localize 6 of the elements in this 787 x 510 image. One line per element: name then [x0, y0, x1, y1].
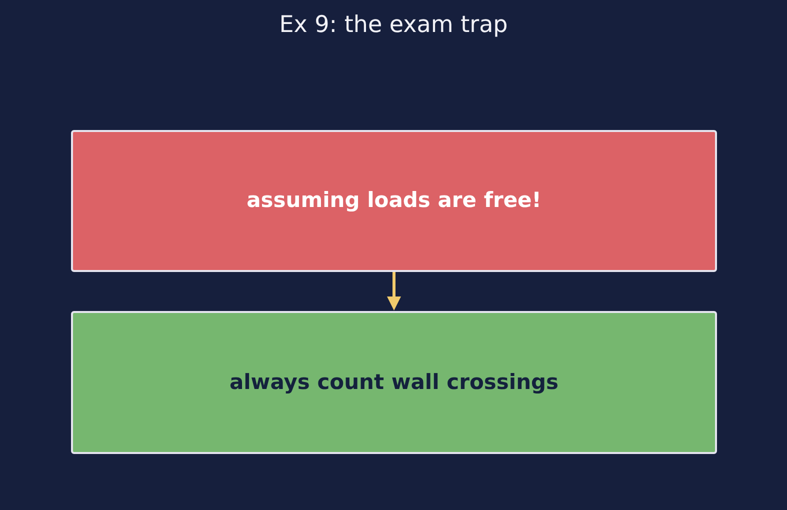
arrow: [387, 272, 401, 310]
diagram-title: Ex 9: the exam trap: [279, 11, 508, 40]
node-label: always count wall crossings: [228, 368, 560, 396]
warning-box: [71, 130, 717, 272]
node-label: assuming loads are free!: [246, 187, 542, 214]
advice-box: [71, 311, 717, 454]
